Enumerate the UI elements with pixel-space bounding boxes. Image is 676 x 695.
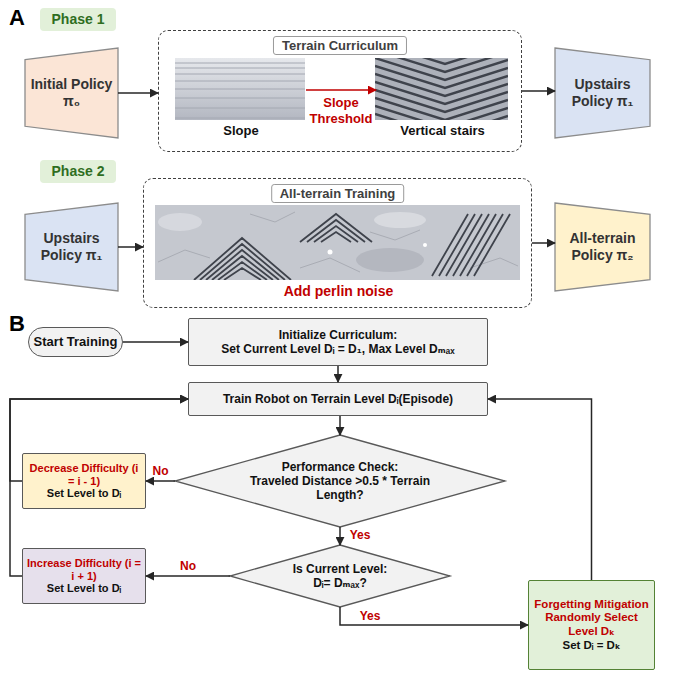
node-text: All-terrain Policy π₂ (560, 230, 646, 263)
node-text: Start Training (34, 334, 118, 349)
trapezoid-shape (25, 203, 118, 291)
process-box: Increase Difficulty (i = i + 1)Set Level… (22, 548, 146, 604)
noise-dot (423, 243, 427, 247)
node-text: Is Current Level: (293, 562, 388, 576)
flow-arrow (306, 89, 376, 91)
training-panel: Terrain CurriculumSlopeVertical stairs (158, 30, 522, 152)
node-text: Upstairs Policy π₁ (31, 230, 113, 263)
trapezoid-shape (25, 48, 118, 138)
noise-dot (328, 250, 333, 255)
node-text: Increase Difficulty (i = i + 1) (27, 557, 141, 583)
node-text: Dᵢ= Dₘₐₓ? (313, 576, 367, 590)
stair-patch (432, 214, 510, 276)
node-text: Set Current Level Dᵢ = D₁, Max Level Dₘₐ… (221, 342, 454, 356)
flow-arrow (146, 575, 230, 577)
terrain-image: Add perlin noise (156, 206, 521, 281)
flow-arrow (118, 246, 143, 248)
edge-label: Slope Threshold (301, 95, 381, 126)
flow-arrow (118, 92, 158, 94)
node-text: Traveled Distance >0.5 * Terrain Length? (240, 474, 440, 502)
node-text: Phase 2 (52, 163, 105, 180)
flow-arrow (10, 399, 188, 576)
node-text: Phase 1 (52, 11, 105, 28)
policy-block: Upstairs Policy π₁ (555, 48, 650, 138)
image-caption: Add perlin noise (156, 283, 521, 300)
image-caption: Vertical stairs (376, 123, 509, 138)
slope-stripes (175, 63, 305, 118)
terrain-image: Vertical stairs (376, 59, 509, 121)
decision-diamond: Is Current Level:Dᵢ= Dₘₐₓ? (230, 545, 450, 607)
terrain-surface (155, 205, 520, 280)
flow-arrow (123, 341, 188, 343)
stair-edges (375, 58, 508, 120)
flow-arrow (10, 399, 188, 481)
image-caption: Slope (176, 123, 306, 138)
node-text: Decrease Difficulty (i = i - 1) (27, 462, 141, 488)
noise-patch (356, 248, 424, 272)
noise-patch (374, 212, 426, 228)
policy-block: All-terrain Policy π₂ (555, 203, 650, 291)
node-text: Train Robot on Terrain Level Dᵢ(Episode) (223, 392, 453, 406)
node-text: Performance Check: (282, 460, 399, 474)
phase-badge: Phase 1 (40, 8, 116, 31)
flow-arrow (146, 480, 175, 482)
flow-arrow (339, 416, 341, 435)
terrain-render (155, 205, 520, 280)
diamond-shape (230, 545, 450, 607)
node-text: Set Dᵢ = Dₖ (562, 639, 620, 653)
terrain-image: Slope (176, 59, 306, 121)
edge-label: No (146, 464, 176, 478)
diamond-shape (175, 435, 505, 527)
slope-render (175, 58, 305, 120)
process-box: Forgetting Mitigation Randomly Select Le… (528, 580, 655, 670)
panel-title: Terrain Curriculum (273, 36, 407, 55)
panel-letter: A (9, 5, 25, 31)
stair-patch (194, 238, 291, 280)
flow-arrow (532, 242, 555, 244)
panel-letter: B (9, 311, 25, 337)
start-terminal: Start Training (28, 327, 123, 357)
edge-label: No (173, 559, 203, 573)
node-text: Initial Policy π₀ (31, 76, 113, 109)
flow-arrow (522, 90, 555, 92)
training-panel: All-terrain TrainingAdd perlin noise (143, 178, 532, 308)
policy-block: Initial Policy π₀ (25, 48, 118, 138)
flow-arrow (488, 399, 592, 580)
process-box: Decrease Difficulty (i = i - 1)Set Level… (22, 453, 146, 509)
decision-diamond: Performance Check:Traveled Distance >0.5… (175, 435, 505, 527)
flow-arrow (340, 607, 528, 625)
process-box: Initialize Curriculum:Set Current Level … (188, 318, 488, 366)
policy-block: Upstairs Policy π₁ (25, 203, 118, 291)
trapezoid-shape (555, 203, 650, 291)
flow-arrow (339, 527, 341, 545)
node-text: Upstairs Policy π₁ (561, 76, 645, 109)
noise-patch (158, 213, 202, 231)
trapezoid-shape (555, 48, 650, 138)
node-text: Initialize Curriculum: (279, 328, 398, 342)
flow-arrow (337, 366, 339, 382)
edge-label: Yes (355, 609, 385, 623)
stairs-render (375, 58, 508, 120)
slope-surface (175, 58, 305, 120)
node-text: Forgetting Mitigation Randomly Select Le… (533, 598, 650, 639)
node-text: Set Level to Dᵢ (47, 582, 121, 595)
panel-title: All-terrain Training (271, 184, 405, 203)
edge-label: Yes (345, 528, 375, 542)
stair-patch (300, 214, 372, 242)
process-box: Train Robot on Terrain Level Dᵢ(Episode) (188, 382, 488, 416)
phase-badge: Phase 2 (40, 160, 116, 183)
node-text: Set Level to Dᵢ (47, 487, 121, 500)
